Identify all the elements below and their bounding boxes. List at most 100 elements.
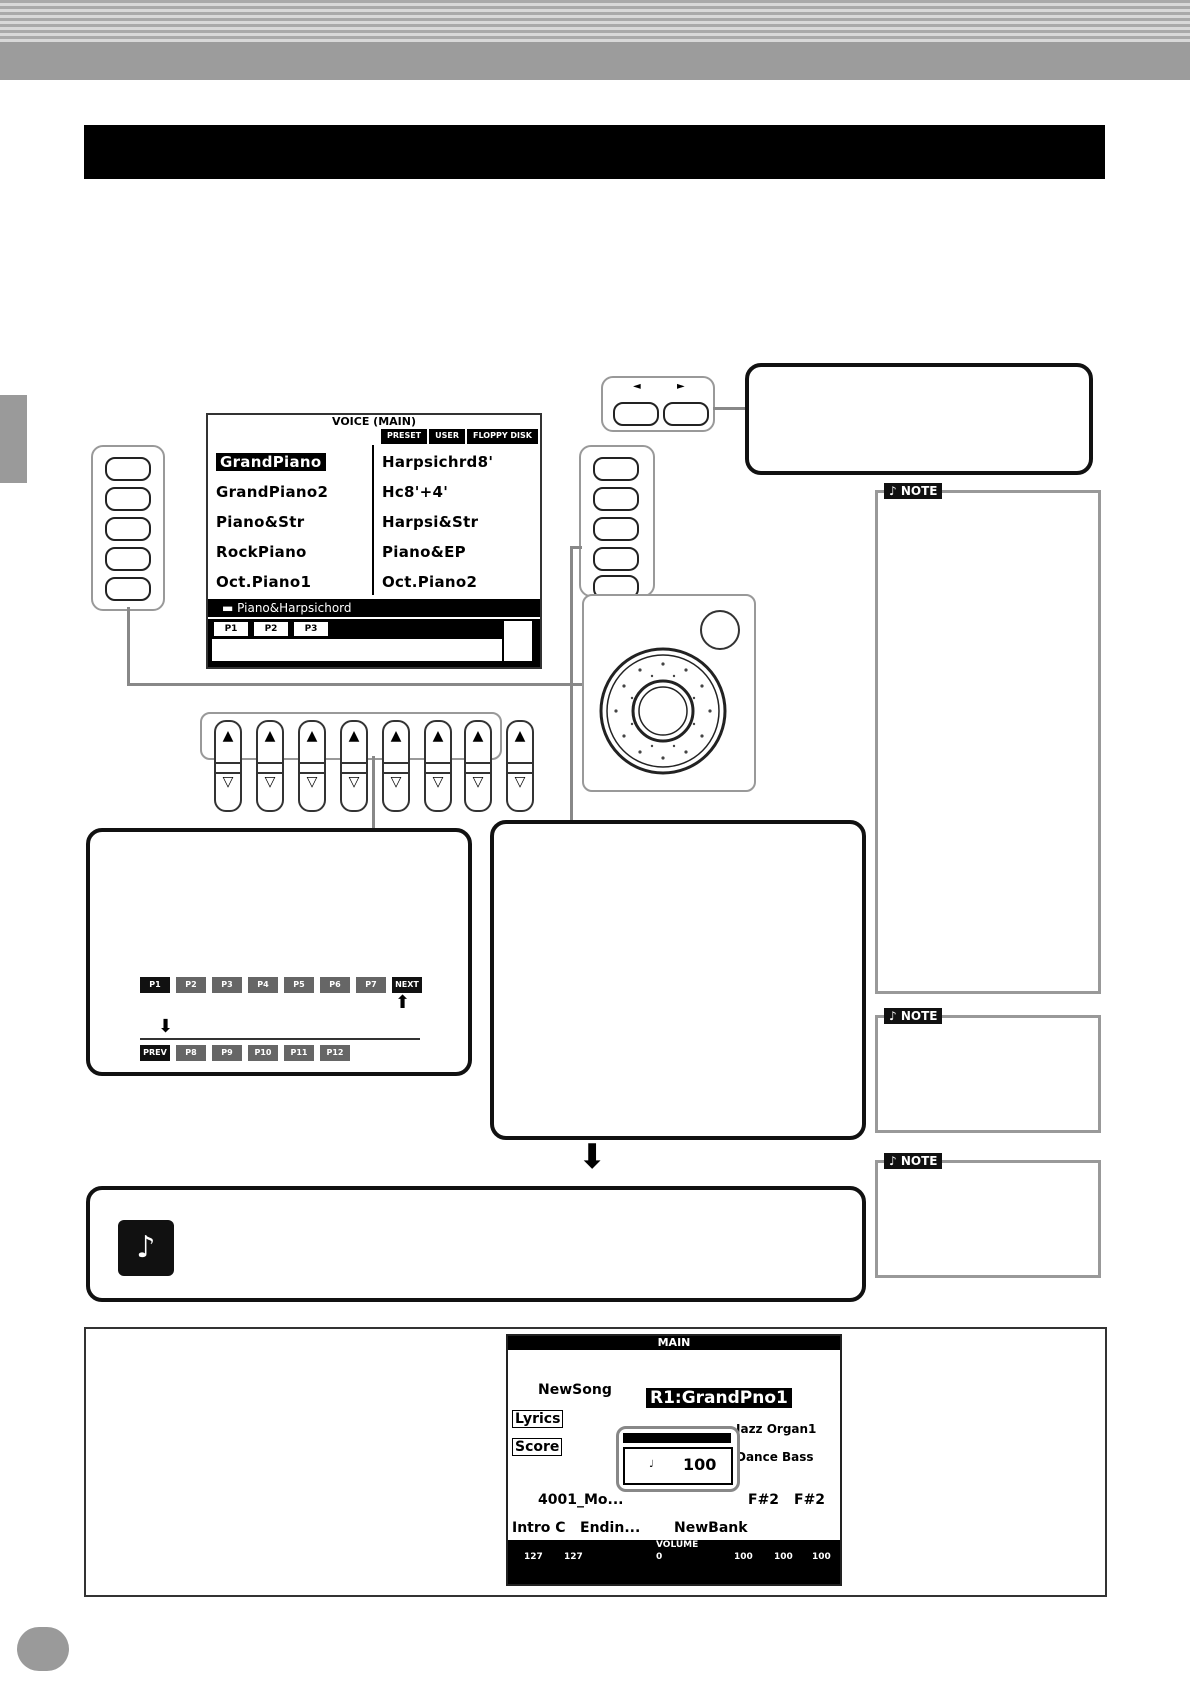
note-tag: ♪ NOTE: [884, 1153, 943, 1169]
tempo-popup-bar: [623, 1433, 731, 1443]
up-arrow-icon: ▲: [264, 728, 276, 744]
mixer-value: 127: [524, 1552, 543, 1562]
lcd-page-p1[interactable]: P1: [214, 622, 248, 636]
note-label: NOTE: [900, 1154, 938, 1168]
main-display-lcd: MAIN NewSong Lyrics Score R1:GrandPno1 J…: [506, 1334, 842, 1586]
section-title-bar: [84, 125, 1105, 179]
down-arrow-icon: ▽: [306, 774, 318, 790]
strip-page-button: P7: [356, 977, 386, 993]
voice-name: Harpsi&Str: [382, 513, 479, 531]
voice-item[interactable]: GrandPiano: [210, 445, 370, 475]
lyrics-button[interactable]: Lyrics: [512, 1410, 564, 1428]
arrow-down-icon: ⬇: [158, 1016, 174, 1037]
tab-left-button[interactable]: [613, 402, 659, 426]
ending-name[interactable]: Endin...: [580, 1520, 641, 1536]
voice-item[interactable]: RockPiano: [210, 535, 370, 565]
button-b[interactable]: [105, 487, 151, 511]
strip-page-button: NEXT: [392, 977, 422, 993]
tab-right-arrow-icon: ►: [677, 381, 685, 392]
tab-buttons-panel: ◄ ►: [601, 376, 715, 432]
intro-name[interactable]: Intro C: [512, 1520, 566, 1536]
tab-right-button[interactable]: [663, 402, 709, 426]
connector-line: [570, 548, 573, 824]
voice-grid-divider: [372, 445, 374, 595]
note-tag: ♪ NOTE: [884, 1008, 943, 1024]
strip-page-button: P10: [248, 1045, 278, 1061]
strip-page-button: P4: [248, 977, 278, 993]
voice-left-name[interactable]: Dance Bass: [736, 1450, 814, 1464]
strip-divider: [140, 1038, 420, 1040]
style-name[interactable]: 4001_Mo...: [538, 1492, 624, 1508]
lcd-tab-floppy[interactable]: FLOPPY DISK: [467, 429, 538, 444]
note-box-1: ♪ NOTE: [875, 483, 1101, 994]
up-arrow-icon: ▲: [306, 728, 318, 744]
updown-button-5[interactable]: ▲▽: [382, 720, 410, 812]
updown-button-2[interactable]: ▲▽: [256, 720, 284, 812]
connector-line: [127, 683, 583, 686]
voice-item[interactable]: Oct.Piano1: [210, 565, 370, 595]
strip-page-button: PREV: [140, 1045, 170, 1061]
voice-r1-name[interactable]: R1:GrandPno1: [646, 1388, 792, 1408]
strip-page-button: P11: [284, 1045, 314, 1061]
updown-button-8[interactable]: ▲▽: [506, 720, 534, 812]
strip-page-button: P12: [320, 1045, 350, 1061]
strip-page-button: P5: [284, 977, 314, 993]
voice-item[interactable]: Harpsi&Str: [376, 505, 536, 535]
down-arrow-icon: ▽: [264, 774, 276, 790]
mixer-panel: VOLUME 127 127 0 100 100 100: [508, 1540, 840, 1584]
voice-name: Piano&EP: [382, 543, 466, 561]
button-f[interactable]: [593, 457, 639, 481]
down-arrow-icon: ▽: [390, 774, 402, 790]
strip-page-button: P3: [212, 977, 242, 993]
page-header-bar: [0, 0, 1190, 80]
lcd-page-p2[interactable]: P2: [254, 622, 288, 636]
voice-item[interactable]: Hc8'+4': [376, 475, 536, 505]
right-button-column: [579, 445, 655, 599]
button-c[interactable]: [105, 517, 151, 541]
button-a[interactable]: [105, 457, 151, 481]
button-i[interactable]: [593, 547, 639, 571]
tempo-box: ♩ 100: [623, 1447, 733, 1485]
voice-item[interactable]: Piano&Str: [210, 505, 370, 535]
voice-item[interactable]: Harpsichrd8': [376, 445, 536, 475]
bank-name[interactable]: NewBank: [674, 1520, 748, 1536]
tip-box: ♪: [86, 1186, 866, 1302]
key-right[interactable]: F#2: [794, 1492, 826, 1508]
up-arrow-icon: ▲: [390, 728, 402, 744]
voice-item[interactable]: GrandPiano2: [210, 475, 370, 505]
button-e[interactable]: [105, 577, 151, 601]
lcd-tab-user[interactable]: USER: [429, 429, 466, 444]
updown-button-6[interactable]: ▲▽: [424, 720, 452, 812]
voice-item[interactable]: Piano&EP: [376, 535, 536, 565]
song-name[interactable]: NewSong: [538, 1382, 612, 1398]
button-g[interactable]: [593, 487, 639, 511]
score-button[interactable]: Score: [512, 1438, 563, 1456]
button-d[interactable]: [105, 547, 151, 571]
up-arrow-icon: ▲: [432, 728, 444, 744]
connector-line: [570, 546, 582, 549]
updown-button-1[interactable]: ▲▽: [214, 720, 242, 812]
note-label: NOTE: [900, 1009, 938, 1023]
lcd-tab-preset[interactable]: PRESET: [380, 429, 428, 444]
updown-button-3[interactable]: ▲▽: [298, 720, 326, 812]
data-dial-icon[interactable]: [598, 646, 728, 776]
voice-grid: GrandPiano GrandPiano2 Piano&Str RockPia…: [210, 445, 536, 595]
updown-button-7[interactable]: ▲▽: [464, 720, 492, 812]
down-arrow-icon: ▽: [222, 774, 234, 790]
mixer-title: VOLUME: [656, 1540, 699, 1550]
exit-button[interactable]: [700, 610, 740, 650]
lcd-function-row: [212, 639, 502, 661]
voice-r2-name[interactable]: Jazz Organ1: [736, 1422, 817, 1436]
mixer-value: 100: [734, 1552, 753, 1562]
strip-page-button: P8: [176, 1045, 206, 1061]
mixer-value: 0: [656, 1552, 663, 1562]
lcd-page-p3[interactable]: P3: [294, 622, 328, 636]
voice-item[interactable]: Oct.Piano2: [376, 565, 536, 595]
button-h[interactable]: [593, 517, 639, 541]
tempo-value[interactable]: 100: [683, 1455, 717, 1474]
lcd-page-bar: P1 P2 P3: [208, 619, 540, 667]
key-left[interactable]: F#2: [748, 1492, 780, 1508]
updown-button-4[interactable]: ▲▽: [340, 720, 368, 812]
